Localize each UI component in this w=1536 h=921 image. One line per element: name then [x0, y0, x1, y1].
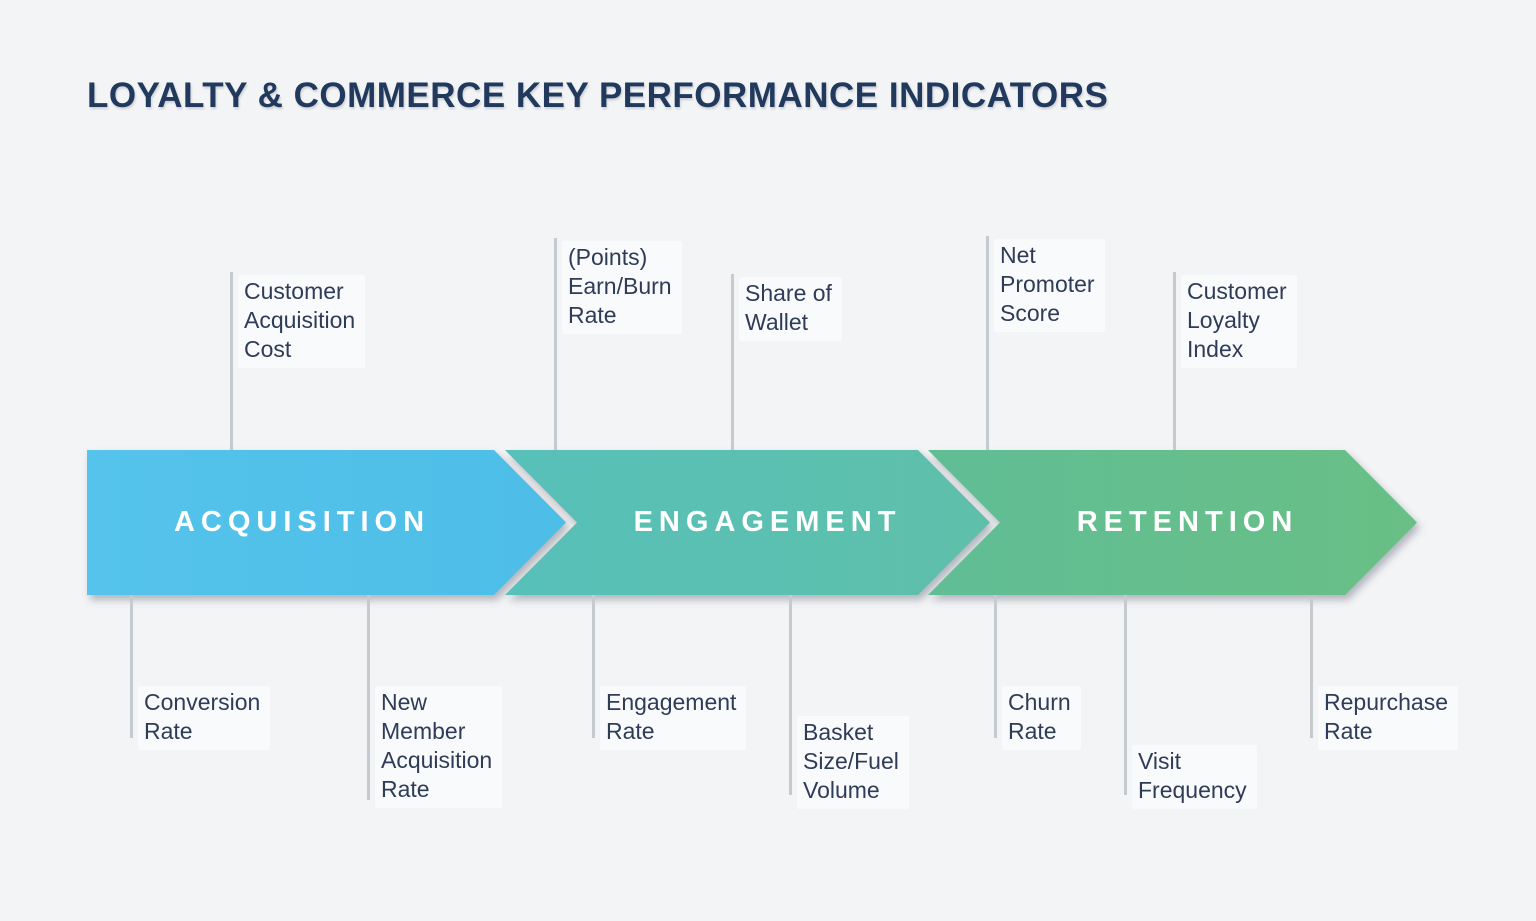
- page-title: LOYALTY & COMMERCE KEY PERFORMANCE INDIC…: [87, 76, 1109, 115]
- kpi-label: Visit Frequency: [1132, 745, 1257, 809]
- kpi-label: Net Promoter Score: [994, 239, 1105, 332]
- kpi-label: Engagement Rate: [600, 686, 747, 750]
- stage-label-retention: RETENTION: [1076, 506, 1299, 538]
- connector-line: [1124, 595, 1127, 795]
- stage-label-acquisition: ACQUISITION: [173, 506, 431, 538]
- kpi-label: New Member Acquisition Rate: [375, 686, 503, 808]
- connector-line: [554, 238, 557, 450]
- connector-line: [592, 595, 595, 738]
- connector-line: [230, 272, 233, 450]
- kpi-label: Conversion Rate: [138, 686, 271, 750]
- kpi-label: Share of Wallet: [739, 277, 842, 341]
- connector-line: [1173, 272, 1176, 450]
- connector-line: [367, 595, 370, 800]
- connector-line: [130, 595, 133, 738]
- stage-label-engagement: ENGAGEMENT: [633, 506, 902, 538]
- connector-line: [994, 595, 997, 738]
- connector-line: [731, 274, 734, 450]
- kpi-label: (Points) Earn/Burn Rate: [562, 241, 682, 334]
- connector-line: [986, 236, 989, 450]
- stage-arrow-engagement: [505, 450, 990, 595]
- kpi-label: Basket Size/Fuel Volume: [797, 716, 909, 809]
- kpi-label: Repurchase Rate: [1318, 686, 1459, 750]
- stage-arrow-retention: [928, 450, 1417, 595]
- kpi-label: Customer Loyalty Index: [1181, 275, 1297, 368]
- connector-line: [1310, 597, 1313, 738]
- kpi-label: Customer Acquisition Cost: [238, 275, 366, 368]
- connector-line: [789, 595, 792, 795]
- kpi-label: Churn Rate: [1002, 686, 1081, 750]
- stage-arrow-acquisition: [87, 450, 566, 595]
